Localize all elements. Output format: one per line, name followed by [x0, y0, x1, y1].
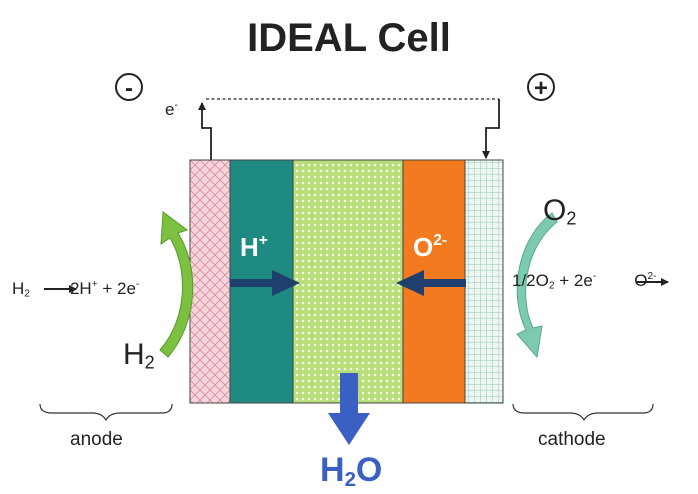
circuit-wire-cathode [482, 99, 500, 159]
circuit-wire-anode [198, 102, 212, 160]
o-ion-label: O2- [413, 232, 448, 262]
h2-flow-arrow [159, 211, 194, 358]
negative-terminal: - [115, 73, 143, 102]
anode-layer [189, 159, 231, 404]
cathode-layer [464, 159, 504, 404]
external-circuit [198, 98, 500, 160]
h-ion-arrow [230, 270, 300, 296]
cathode-label: cathode [538, 429, 606, 450]
h2-input-label: H2 [123, 338, 155, 373]
anode-brace [39, 403, 173, 422]
cathode-reaction: 1/2O2 + 2e- O2- [512, 270, 657, 292]
anode-reaction: H2 2H+ + 2e- [12, 278, 140, 300]
electron-label: e- [165, 99, 178, 119]
cathode-brace [512, 403, 654, 422]
o2-flow-arrow [516, 212, 558, 359]
o-ion-arrow [396, 270, 466, 296]
central-membrane-layer [292, 159, 404, 404]
o2-input-label: O2 [543, 194, 577, 229]
h-ion-label: H+ [240, 232, 268, 262]
positive-terminal: + [527, 73, 555, 102]
water-product-label: H2O [320, 451, 383, 492]
diagram-title: IDEAL Cell [247, 16, 451, 60]
anode-label: anode [70, 429, 123, 450]
water-arrow [328, 373, 370, 445]
